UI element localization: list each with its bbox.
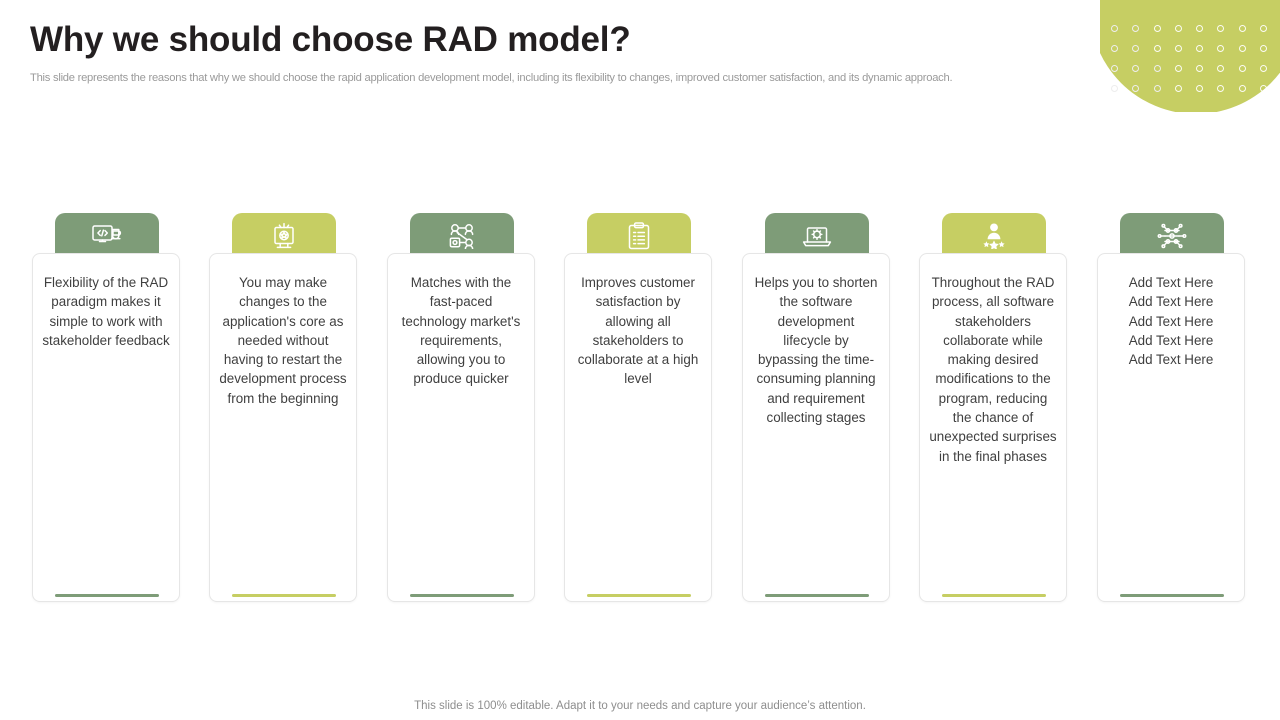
card-body: Throughout the RAD process, all software… (919, 253, 1067, 602)
card-icon-tab (1120, 213, 1224, 258)
footer-note: This slide is 100% editable. Adapt it to… (414, 700, 866, 712)
laptop-gear-icon (802, 224, 832, 248)
circuit-chip-icon (1157, 223, 1187, 249)
card-accent-bar (1120, 594, 1224, 597)
reason-card-list: Flexibility of the RAD paradigm makes it… (32, 213, 1248, 613)
card-body: Flexibility of the RAD paradigm makes it… (32, 253, 180, 602)
card-text: Flexibility of the RAD paradigm makes it… (42, 275, 170, 348)
card-accent-bar (765, 594, 869, 597)
slide-header: Why we should choose RAD model? This sli… (0, 0, 1280, 104)
card-body: You may make changes to the application'… (209, 253, 357, 602)
card-icon-tab (410, 213, 514, 258)
card-icon-tab (232, 213, 336, 258)
monitor-code-coffee-icon (92, 224, 122, 248)
card-text: Improves customer satisfaction by allowi… (577, 275, 699, 387)
card-body: Improves customer satisfaction by allowi… (564, 253, 712, 602)
page-subtitle: This slide represents the reasons that w… (30, 72, 953, 84)
card-accent-bar (232, 594, 336, 597)
card-text: Add Text Here Add Text Here Add Text Her… (1128, 275, 1214, 368)
card-icon-tab (942, 213, 1046, 258)
bulb-gear-board-icon (271, 222, 297, 250)
card-text: Matches with the fast-paced technology m… (401, 275, 521, 387)
card-body: Matches with the fast-paced technology m… (387, 253, 535, 602)
card-text: Helps you to shorten the software develo… (754, 275, 878, 426)
card-body: Add Text Here Add Text Here Add Text Her… (1097, 253, 1245, 602)
card-icon-tab (55, 213, 159, 258)
card-icon-tab (587, 213, 691, 258)
person-stars-rating-icon (980, 222, 1008, 249)
card-body: Helps you to shorten the software develo… (742, 253, 890, 602)
card-accent-bar (410, 594, 514, 597)
page-title: Why we should choose RAD model? (30, 20, 631, 59)
card-accent-bar (587, 594, 691, 597)
people-network-icon (448, 223, 476, 249)
card-accent-bar (942, 594, 1046, 597)
clipboard-checklist-icon (627, 221, 651, 250)
card-text: You may make changes to the application'… (219, 275, 347, 406)
card-icon-tab (765, 213, 869, 258)
card-text: Throughout the RAD process, all software… (929, 275, 1057, 464)
card-accent-bar (55, 594, 159, 597)
